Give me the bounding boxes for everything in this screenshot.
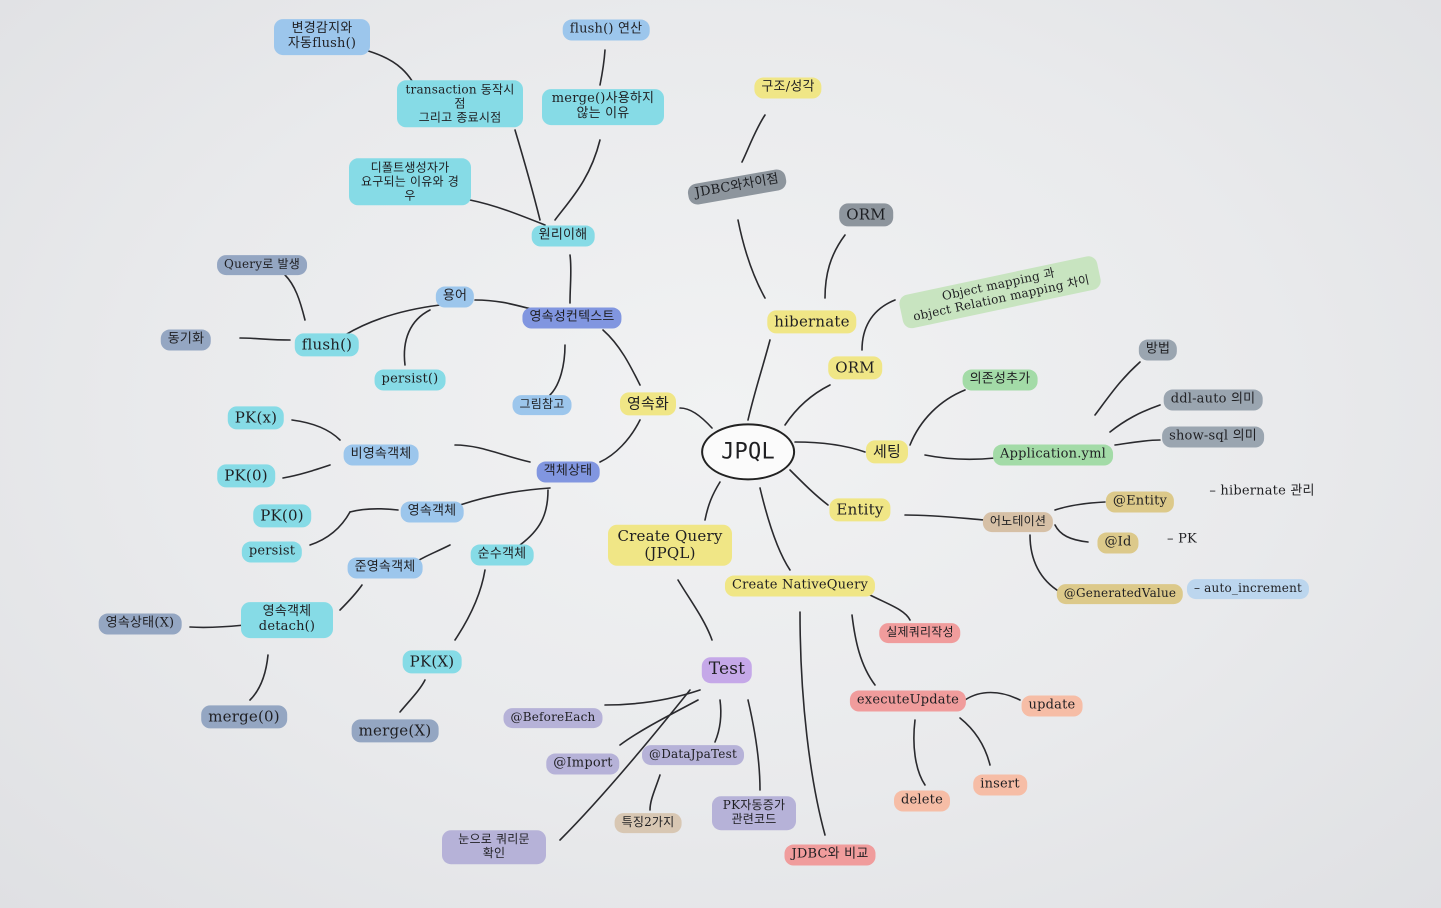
node-merge-0[interactable]: merge(0) [201, 705, 287, 729]
node-nonpersistent-object[interactable]: 비영속객체 [343, 444, 419, 466]
txn-line2: 그리고 종료시점 [418, 109, 502, 124]
merge-why-line2: 않는 이유 [576, 106, 630, 121]
cq-line2: (JPQL) [644, 544, 696, 562]
node-settings[interactable]: 세팅 [865, 440, 909, 464]
link-center-entity [789, 469, 829, 506]
node-features[interactable]: 특징2가지 [614, 813, 682, 833]
node-add-dependency[interactable]: 의존성추가 [962, 369, 1038, 391]
node-delete[interactable]: delete [894, 790, 950, 812]
node-before-each[interactable]: @BeforeEach [503, 708, 603, 728]
eye-line2: 확인 [482, 846, 506, 860]
link-center-native [759, 487, 791, 571]
link-center-persistence [679, 407, 713, 429]
node-test[interactable]: Test [701, 657, 753, 683]
node-pk-x[interactable]: PK(x) [227, 406, 285, 430]
node-at-id[interactable]: @Id [1097, 532, 1139, 554]
node-structure[interactable]: 구조/성각 [754, 77, 822, 99]
node-persist-fn[interactable]: persist() [374, 369, 446, 391]
node-pure-object[interactable]: 순수객체 [470, 544, 534, 566]
node-execute-update[interactable]: executeUpdate [849, 690, 967, 712]
node-pk-x2[interactable]: PK(X) [402, 650, 462, 674]
node-orm[interactable]: ORM [828, 356, 882, 380]
detach-line1: 영속객체 [262, 604, 312, 620]
node-query-issue[interactable]: Query로 발생 [217, 255, 307, 275]
node-detached-object[interactable]: 준영속객체 [347, 557, 423, 579]
txn-line1: transaction 동작시점 [405, 82, 515, 111]
detach-line2: detach() [258, 619, 316, 634]
node-annotation[interactable]: 어노테이션 [982, 512, 1054, 532]
node-insert[interactable]: insert [973, 774, 1027, 796]
node-create-query[interactable]: Create Query(JPQL) [608, 524, 732, 566]
node-principle[interactable]: 원리이해 [531, 225, 595, 247]
node-real-query[interactable]: 실제쿼리작성 [879, 623, 961, 643]
node-merge-x[interactable]: merge(X) [351, 719, 439, 743]
link-center-createquery [704, 481, 721, 521]
node-persistence-context[interactable]: 영속성컨텍스트 [522, 307, 622, 329]
node-update[interactable]: update [1021, 695, 1083, 717]
merge-why-line1: merge()사용하지 [551, 91, 655, 107]
center-node-jpql[interactable]: JPQL [701, 423, 795, 481]
node-persist-word[interactable]: persist [241, 541, 303, 563]
node-jdbc-compare[interactable]: JDBC와 비교 [784, 844, 876, 866]
cq-line1: Create Query [617, 526, 723, 545]
node-show-sql[interactable]: show-sql 의미 [1162, 426, 1264, 448]
node-pk-0[interactable]: PK(0) [217, 464, 275, 488]
node-term[interactable]: 용어 [435, 286, 475, 308]
pk-auto-line2: 관련코드 [731, 812, 777, 826]
node-object-state[interactable]: 객체상태 [536, 461, 600, 483]
dirty-line1: 변경감지와 [291, 21, 353, 37]
node-pk-0b[interactable]: PK(0) [253, 504, 311, 528]
node-sync[interactable]: 동기화 [160, 329, 212, 351]
node-pk[interactable]: – PK [1167, 531, 1197, 547]
node-ddl-auto[interactable]: ddl-auto 의미 [1163, 389, 1263, 411]
node-hibernate-managed[interactable]: – hibernate 관리 [1209, 483, 1315, 499]
link-center-orm [784, 384, 831, 426]
node-entity[interactable]: Entity [829, 498, 891, 522]
node-datajpa-test[interactable]: @DataJpaTest [642, 745, 744, 765]
node-generated-value[interactable]: @GeneratedValue [1056, 584, 1184, 604]
node-not-persistent-state[interactable]: 영속상태(X) [98, 613, 182, 635]
eye-line1: 눈으로 쿼리문 [458, 832, 530, 847]
node-figure-ref[interactable]: 그림참고 [512, 395, 572, 415]
link-center-settings [794, 441, 866, 453]
node-orm-top[interactable]: ORM [839, 203, 893, 227]
node-import[interactable]: @Import [546, 753, 620, 775]
node-flush[interactable]: flush() [294, 333, 360, 357]
link-center-hibernate [747, 339, 771, 421]
default-line1: 디폴트생성자가 [370, 160, 450, 175]
pk-auto-line1: PK자동증가 [722, 798, 786, 813]
default-line2: 요구되는 이유와 경우 [361, 174, 459, 202]
dirty-line2: 자동flush() [287, 36, 357, 51]
node-flush-operation[interactable]: flush() 연산 [562, 19, 650, 41]
node-method[interactable]: 방법 [1138, 339, 1178, 361]
node-at-entity[interactable]: @Entity [1105, 491, 1175, 513]
node-persistence[interactable]: 영속화 [619, 392, 677, 416]
node-application-yml[interactable]: Application.yml [993, 444, 1113, 466]
node-persistent-object[interactable]: 영속객체 [400, 501, 464, 523]
node-hibernate[interactable]: hibernate [767, 310, 857, 334]
node-create-native-query[interactable]: Create NativeQuery [724, 575, 876, 597]
node-auto-increment[interactable]: – auto_increment [1186, 579, 1310, 599]
